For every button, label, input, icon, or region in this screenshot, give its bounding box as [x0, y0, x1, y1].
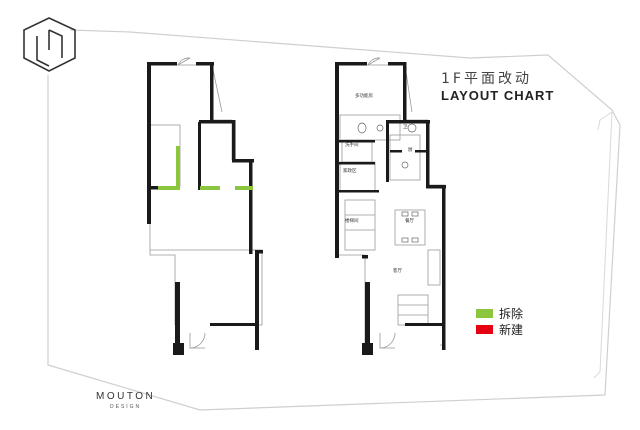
room-label-toilet: 卫 — [403, 124, 408, 130]
brand-name: MOUTON — [96, 391, 156, 402]
room-label-utility: 家政区 — [343, 167, 357, 174]
legend-swatch-red — [476, 325, 493, 334]
room-label-dining: 餐厅 — [405, 217, 414, 224]
room-label-kitchen: 厨 — [408, 147, 413, 153]
legend-label-new: 新建 — [499, 323, 524, 337]
outer-frame-line — [47, 29, 621, 411]
legend-label-demolish: 拆除 — [499, 307, 524, 321]
legend-item-new: 新建 — [476, 321, 523, 338]
plan-title-english: LAYOUT CHART — [441, 88, 555, 103]
legend-swatch-green — [476, 309, 493, 318]
plan-title-chinese: 1F平面改动 — [441, 71, 532, 87]
logo-cube-icon — [23, 17, 76, 72]
brand-subtitle: DESIGN — [110, 404, 142, 410]
room-label-stairwell: 楼梯间 — [345, 217, 359, 224]
room-label-washroom: 洗手间 — [345, 141, 359, 148]
legend-item-demolish: 拆除 — [476, 305, 523, 322]
room-label-multifunction: 多功能房 — [355, 92, 373, 99]
left-floor-plan — [147, 57, 263, 355]
right-floor-plan: 多功能房 洗手间 卫 厨 家政区 楼梯间 餐厅 客厅 — [335, 57, 446, 355]
room-label-living: 客厅 — [393, 267, 402, 274]
right-frame-accent — [593, 111, 613, 379]
